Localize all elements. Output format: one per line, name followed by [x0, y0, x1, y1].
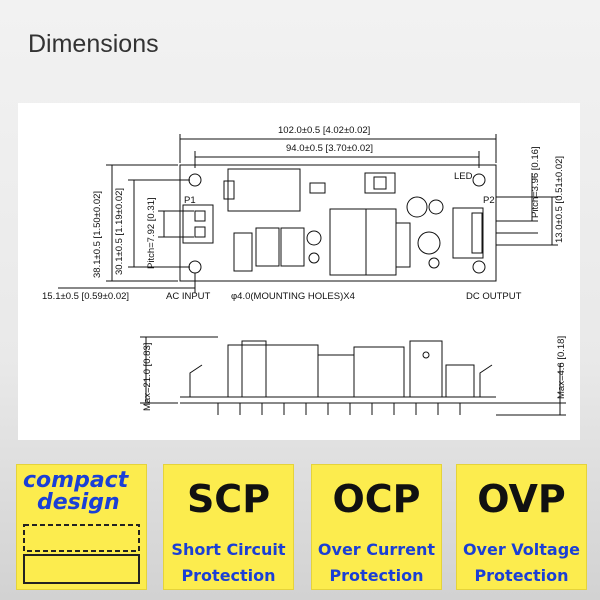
dim-max-height: Max=21.0 [0.83] [142, 343, 153, 411]
dim-hole-offset: 15.1±0.5 [0.59±0.02] [42, 291, 129, 302]
dim-p1-pitch: Pitch=7.92 [0.31] [146, 197, 157, 269]
badge-ocp-subtitle: Over Current Protection [312, 537, 441, 589]
badge-compact-line1: compact [23, 468, 129, 493]
dimension-drawing-svg: 102.0±0.5 [4.02±0.02] 94.0±0.5 [3.70±0.0… [42, 125, 567, 416]
dim-p2-offset: 13.0±0.5 [0.51±0.02] [554, 156, 565, 243]
label-dc-output: DC OUTPUT [466, 291, 522, 302]
dim-pin-height: Max=4.6 [0.18] [556, 336, 567, 399]
compact-size-icon [23, 524, 140, 584]
label-p2: P2 [483, 195, 495, 206]
dim-hole-pitch-width: 94.0±0.5 [3.70±0.02] [286, 143, 373, 154]
badge-ocp-line2: Protection [329, 566, 424, 585]
badge-ocp-line1: Over Current [317, 540, 436, 559]
badge-ovp-title: OVP [477, 477, 566, 521]
label-led: LED [454, 171, 473, 182]
badge-ovp-line2: Protection [474, 566, 569, 585]
badge-ocp-title: OCP [332, 477, 421, 521]
feature-badge-ovp: OVP Over Voltage Protection [456, 464, 587, 590]
page-title: Dimensions [28, 30, 159, 58]
dim-overall-height: 38.1±0.5 [1.50±0.02] [92, 191, 103, 278]
dim-overall-width: 102.0±0.5 [4.02±0.02] [278, 125, 370, 136]
badge-scp-line2: Protection [181, 566, 276, 585]
badge-scp-line1: Short Circuit [171, 540, 286, 559]
feature-badge-ocp: OCP Over Current Protection [311, 464, 442, 590]
badge-scp-subtitle: Short Circuit Protection [164, 537, 293, 589]
badge-scp-title: SCP [186, 477, 271, 521]
dim-hole-pitch-height: 30.1±0.5 [1.19±0.02] [114, 188, 125, 275]
label-ac-input: AC INPUT [166, 291, 211, 302]
dimension-drawing: 102.0±0.5 [4.02±0.02] 94.0±0.5 [3.70±0.0… [18, 103, 580, 440]
badge-ovp-subtitle: Over Voltage Protection [457, 537, 586, 589]
feature-badge-compact: compact design [16, 464, 147, 590]
feature-badge-scp: SCP Short Circuit Protection [163, 464, 294, 590]
label-mounting-holes: φ4.0(MOUNTING HOLES)X4 [231, 291, 355, 302]
badge-ovp-line1: Over Voltage [462, 540, 581, 559]
label-p1: P1 [184, 195, 196, 206]
badge-compact-line2: design [37, 490, 120, 515]
dim-p2-pitch: Pitch=3.96 [0.16] [530, 146, 541, 218]
